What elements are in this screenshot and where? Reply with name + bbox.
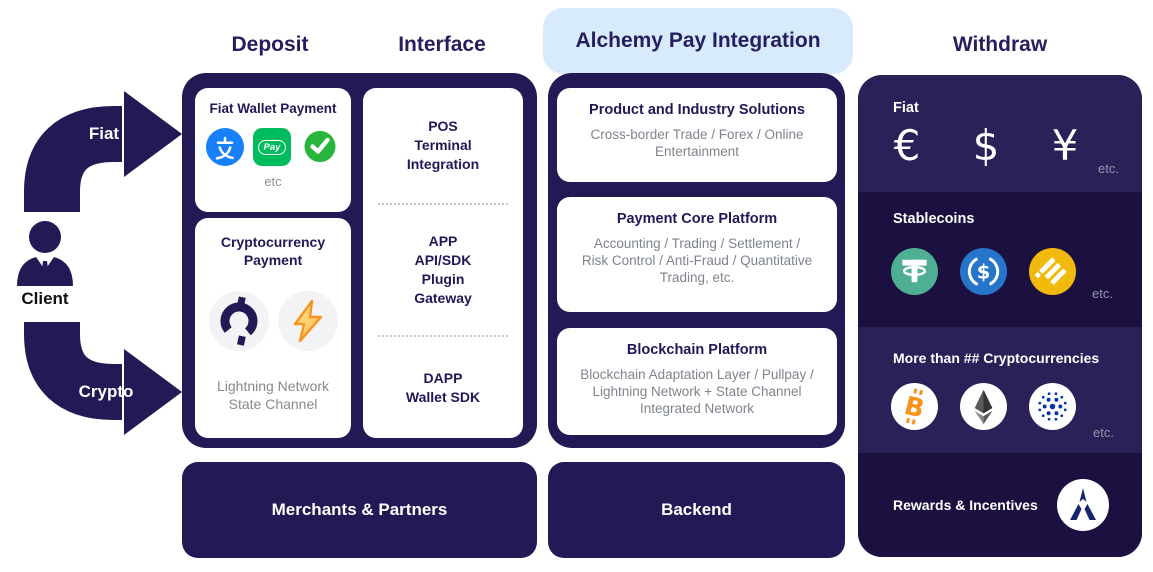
ethereum-icon (960, 383, 1007, 430)
crypto-caption: Lightning Network State Channel (216, 378, 330, 412)
client-label: Client (21, 289, 69, 308)
interface-item-dapp: DAPP Wallet SDK (363, 337, 523, 438)
stablecoins-etc: etc. (1092, 286, 1113, 301)
alchemy-pay-logo-icon (1057, 479, 1109, 531)
union-pay-icon: Pay (253, 128, 291, 166)
euro-icon: € (893, 121, 921, 170)
crypto-cent-coin-icon (208, 291, 269, 351)
cryptocurrency-payment-card: Cryptocurrency Payment (195, 218, 351, 438)
svg-text:$: $ (977, 260, 991, 283)
interface-card: POS Terminal Integration APP API/SDK Plu… (363, 88, 523, 438)
dollar-icon: $ (972, 121, 1000, 170)
crypto-etc: etc. (1093, 425, 1114, 440)
withdraw-fiat-label: Fiat (893, 100, 919, 116)
stablecoins-label: Stablecoins (893, 211, 975, 227)
cryptocurrency-payment-title: Cryptocurrency Payment (220, 234, 326, 268)
fiat-wallet-payment-card: Fiat Wallet Payment Pay etc (195, 88, 351, 212)
client-person-icon (17, 221, 73, 286)
interface-line: Terminal (414, 136, 472, 153)
alchemy-pay-integration-header: Alchemy Pay Integration (543, 8, 853, 74)
fiat-payment-icons: Pay (195, 127, 351, 167)
interface-item-app: APP API/SDK Plugin Gateway (363, 205, 523, 335)
wechat-pay-icon (304, 131, 336, 162)
deposit-header: Deposit (231, 33, 309, 56)
cryptocurrency-icons: B (891, 383, 1076, 430)
blockchain-platform-title: Blockchain Platform (626, 342, 768, 358)
interface-line: Gateway (414, 289, 472, 306)
withdraw-fiat-section: Fiat € $ ¥ etc. (858, 75, 1142, 192)
yen-icon: ¥ (1051, 121, 1079, 170)
interface-line: API/SDK (414, 251, 472, 268)
crypto-payment-icons (195, 291, 351, 351)
interface-line: Plugin (421, 270, 465, 287)
product-industry-solutions-title: Product and Industry Solutions (589, 102, 805, 118)
interface-line: POS (428, 117, 458, 134)
fiat-arrowhead (124, 91, 182, 177)
alipay-icon (206, 128, 244, 166)
blockchain-platform-card: Blockchain Platform Blockchain Adaptatio… (557, 328, 837, 435)
fiat-etc-label: etc (264, 174, 282, 189)
tether-icon (891, 248, 938, 295)
interface-line: APP (428, 232, 458, 249)
fiat-arrow-label: Fiat (88, 124, 120, 143)
rewards-incentives-label: Rewards & Incentives (893, 497, 1038, 513)
crypto-arrow (23, 322, 122, 420)
blockchain-platform-body: Blockchain Adaptation Layer / Pullpay / … (580, 367, 814, 416)
bitcoin-icon: B (891, 383, 938, 430)
usd-coin-icon: $ (960, 248, 1007, 295)
withdraw-header: Withdraw (952, 33, 1048, 56)
stablecoin-icons: $ (891, 248, 1076, 295)
payment-core-platform-title: Payment Core Platform (616, 211, 778, 227)
lightning-icon (277, 291, 338, 351)
fiat-wallet-payment-title: Fiat Wallet Payment (209, 101, 337, 116)
client-flow-arrows (17, 91, 182, 435)
fiat-currency-row: € $ ¥ (884, 121, 1088, 170)
withdraw-stablecoins-section: Stablecoins $ (858, 192, 1142, 327)
crypto-arrow-label: Crypto (78, 382, 134, 401)
withdraw-rewards-section: Rewards & Incentives (858, 453, 1142, 557)
interface-line: DAPP (423, 369, 463, 386)
interface-item-pos: POS Terminal Integration (363, 88, 523, 203)
merchants-partners-label: Merchants & Partners (271, 500, 448, 519)
backend-label: Backend (661, 500, 732, 519)
fiat-etc: etc. (1098, 161, 1119, 176)
cryptocurrencies-label: More than ## Cryptocurrencies (893, 350, 1100, 366)
fiat-arrow (23, 106, 122, 212)
payment-core-platform-card: Payment Core Platform Accounting / Tradi… (557, 197, 837, 312)
product-industry-solutions-body: Cross-border Trade / Forex / Online Ente… (590, 127, 804, 159)
cardano-icon (1029, 383, 1076, 430)
crypto-arrowhead (124, 349, 182, 435)
backend-box: Backend (548, 462, 845, 558)
withdraw-container: Fiat € $ ¥ etc. Stablecoins (858, 75, 1142, 557)
pay-icon-text: Pay (257, 139, 287, 155)
product-industry-solutions-card: Product and Industry Solutions Cross-bor… (557, 88, 837, 182)
merchants-partners-box: Merchants & Partners (182, 462, 537, 558)
dotted-divider (378, 202, 508, 205)
payment-core-platform-body: Accounting / Trading / Settlement / Risk… (581, 236, 813, 285)
busd-icon (1029, 248, 1076, 295)
dotted-divider (378, 335, 508, 338)
interface-line: Wallet SDK (405, 388, 481, 405)
interface-line: Integration (406, 155, 480, 172)
withdraw-crypto-section: More than ## Cryptocurrencies B (858, 327, 1142, 453)
interface-header: Interface (398, 33, 486, 56)
